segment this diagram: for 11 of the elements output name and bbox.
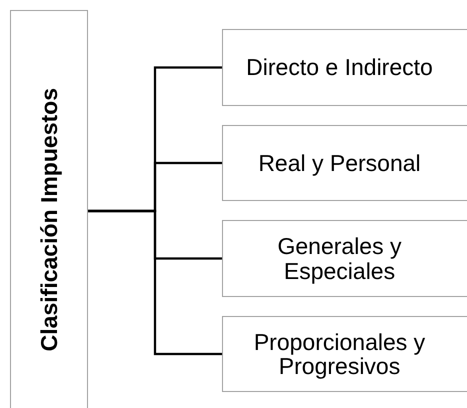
type-label: Generales y Especiales xyxy=(276,234,402,283)
type-box xyxy=(222,220,467,297)
type-box xyxy=(222,29,467,106)
category-title: Clasificación Impuestos xyxy=(36,88,62,352)
type-label: Real y Personal xyxy=(258,150,421,176)
type-box xyxy=(222,316,467,392)
type-label: Proporcionales y Progresivos xyxy=(252,330,426,378)
type-box xyxy=(222,125,467,201)
connector-line xyxy=(88,210,222,356)
category-box xyxy=(10,10,88,408)
type-label: Directo e Indirecto xyxy=(246,55,433,80)
